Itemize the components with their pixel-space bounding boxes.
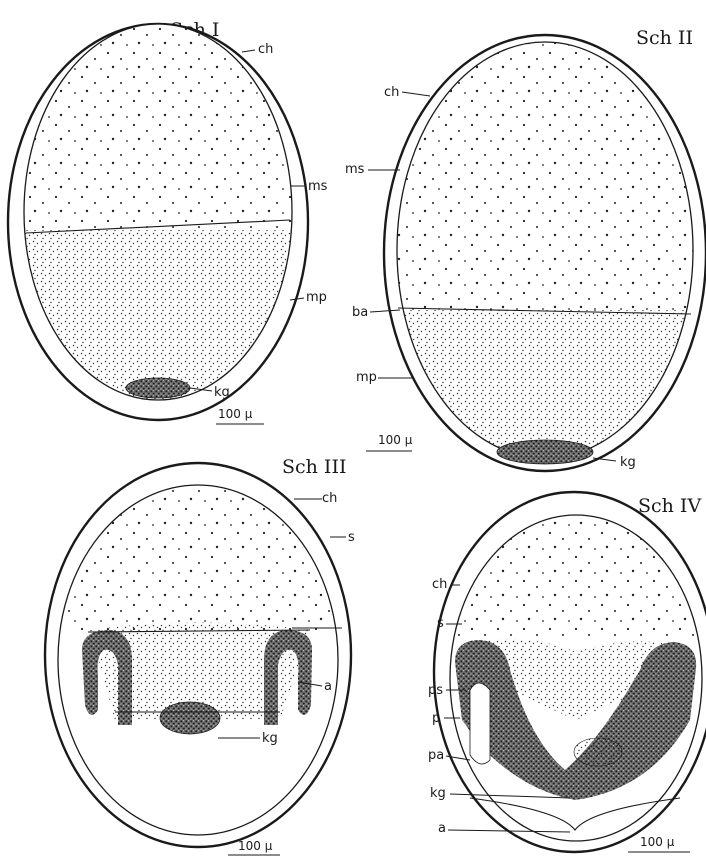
stage-4-label-pa: pa [428, 748, 444, 763]
stage-4-label-a: a [438, 821, 446, 836]
stage-3-germ-cells [160, 702, 220, 734]
stage-4-scale: 100 μ [640, 835, 675, 849]
stage-1-label-ms: ms [308, 179, 328, 194]
stage-3: Sch III ch s a kg 100 μ [45, 456, 355, 855]
stage-2-germ-cells [497, 440, 593, 464]
stage-4-label-p: p [432, 711, 440, 726]
stage-1-scale: 100 μ [218, 407, 253, 421]
stage-4-label-kg: kg [430, 786, 446, 801]
stage-4-label-ps: ps [428, 683, 443, 698]
stage-3-label-ch: ch [322, 491, 337, 506]
stage-2-label-ba: ba [352, 305, 368, 320]
stage-4-amnion-fold [470, 683, 490, 764]
stage-1-label-ch: ch [258, 42, 273, 57]
stage-1-label-kg: kg [214, 385, 230, 400]
stage-2: Sch II ch ms ba mp kg 100 μ [345, 27, 706, 471]
stage-2-scale: 100 μ [378, 433, 413, 447]
stage-4: Sch IV ch s ps p pa kg a 100 μ [428, 492, 706, 852]
stage-2-label-kg: kg [620, 455, 636, 470]
stage-3-scale: 100 μ [238, 839, 273, 853]
stage-2-title: Sch II [636, 27, 693, 49]
stage-4-label-s: s [437, 616, 444, 631]
stage-3-label-kg: kg [262, 731, 278, 746]
stage-2-fine-region [395, 310, 695, 460]
stage-2-label-mp: mp [356, 370, 377, 385]
stage-3-sparse-region [55, 480, 345, 630]
stage-2-label-ch: ch [384, 85, 399, 100]
stage-3-title: Sch III [282, 456, 346, 478]
stage-1-label-mp: mp [306, 290, 327, 305]
stage-4-label-ch: ch [432, 577, 447, 592]
stage-1: Sch I ch ms mp kg 100 μ [8, 19, 328, 424]
stage-3-label-a: a [324, 679, 332, 694]
stage-4-germ-cells [574, 738, 622, 766]
stage-2-label-ms: ms [345, 162, 365, 177]
stage-1-germ-cells [126, 378, 190, 398]
stage-2-sparse-region [395, 40, 695, 310]
stage-3-label-s: s [348, 530, 355, 545]
stage-4-title: Sch IV [638, 495, 701, 517]
